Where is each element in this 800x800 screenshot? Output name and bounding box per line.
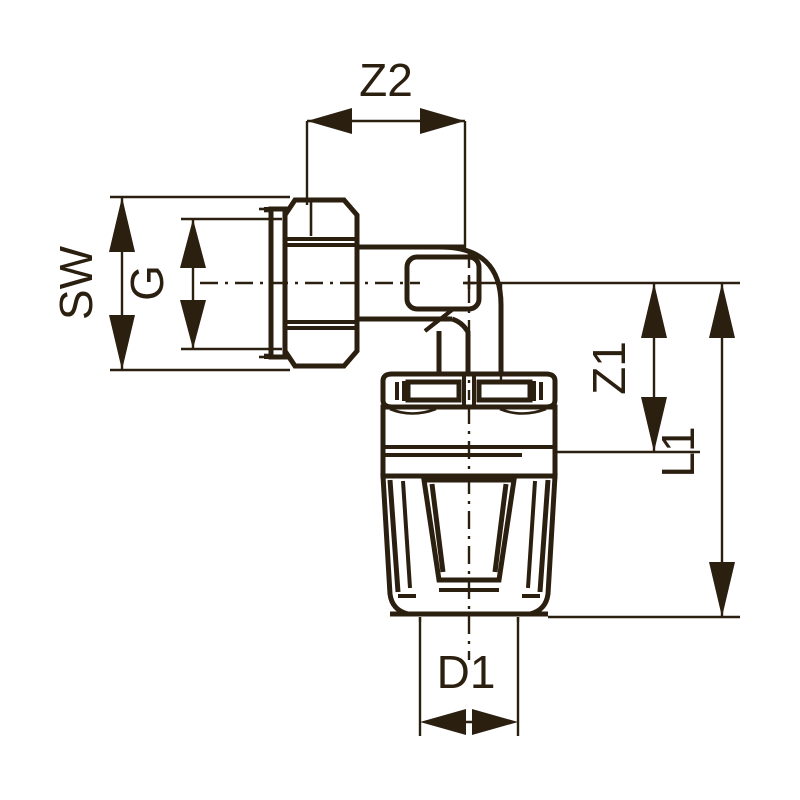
g-arrow-top [180, 219, 206, 268]
z2-arrow-left [307, 108, 352, 134]
dimension-label-g: G [121, 265, 173, 301]
thread-stub [259, 207, 271, 359]
dimension-z2: Z2 [307, 54, 465, 134]
centerlines [200, 250, 471, 660]
z1-arrow-top [641, 283, 667, 338]
dimension-z1: Z1 [583, 283, 667, 452]
dimension-sw: SW [50, 195, 290, 372]
bottom-outlet [390, 611, 548, 622]
g-arrow-bottom [180, 300, 206, 349]
sw-arrow-bottom [109, 315, 135, 370]
l1-arrow-top [709, 283, 735, 338]
internal-collet [421, 477, 517, 592]
dimension-label-z1: Z1 [583, 341, 635, 395]
z1-arrow-bottom [641, 397, 667, 452]
l1-arrow-bottom [709, 562, 735, 617]
z2-arrow-right [420, 108, 465, 134]
dimension-label-d1: D1 [437, 646, 496, 698]
dimension-label-z2: Z2 [359, 54, 413, 106]
fitting-body-geometry [200, 121, 740, 660]
d1-arrow-right [472, 709, 518, 735]
dimension-d1: D1 [418, 622, 520, 736]
d1-arrow-left [420, 709, 466, 735]
taper-fillet [423, 308, 454, 333]
sw-arrow-top [109, 197, 135, 252]
dimension-l1: L1 [652, 283, 735, 617]
part-leaders [305, 121, 740, 619]
dimension-label-sw: SW [50, 245, 102, 320]
dimension-g: G [121, 217, 282, 351]
dimension-label-l1: L1 [652, 426, 704, 477]
